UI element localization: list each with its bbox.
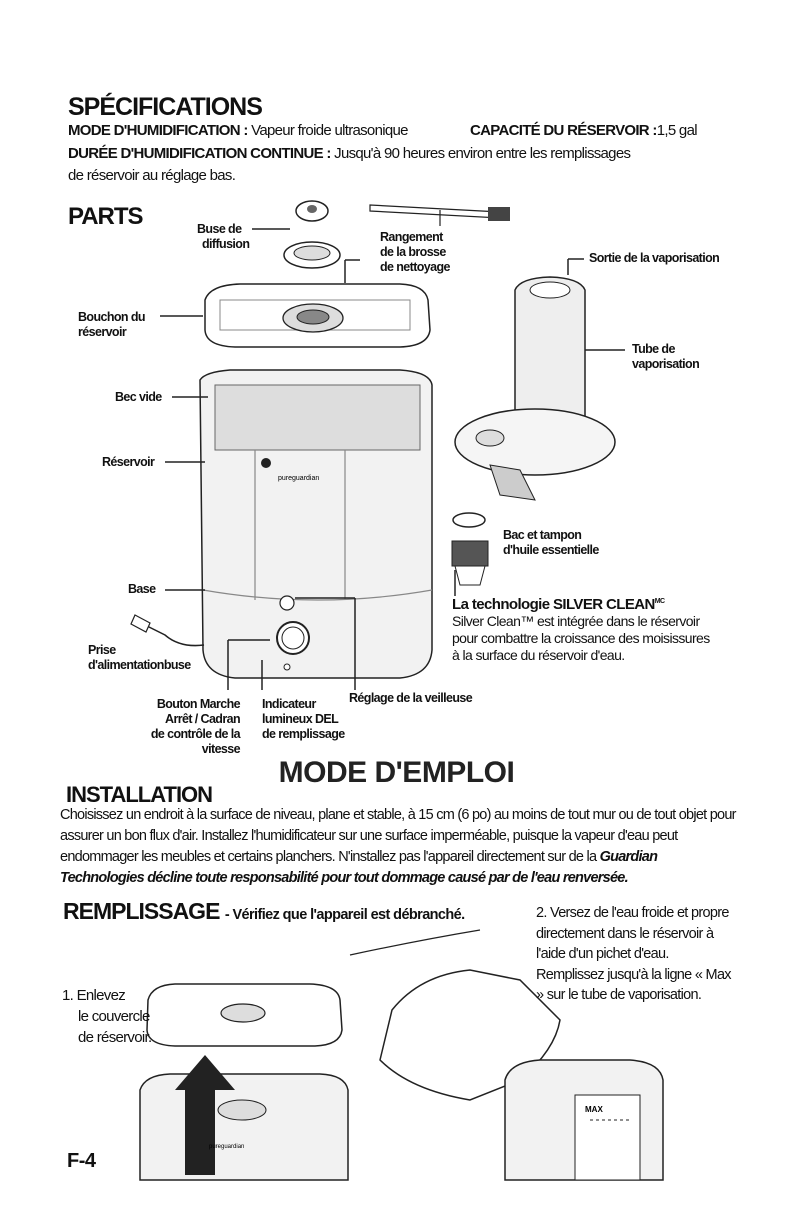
brand-logo: pureguardian bbox=[278, 475, 319, 482]
duration-value: Jusqu'à 90 heures environ entre les remp… bbox=[334, 145, 631, 162]
label-reservoir: Réservoir bbox=[102, 455, 155, 469]
installation-text: Choisissez un endroit à la surface de ni… bbox=[60, 807, 736, 886]
silver-clean-line1: Silver Clean™ est intégrée dans le réser… bbox=[452, 613, 700, 629]
mode-label: MODE D'HUMIDIFICATION : bbox=[68, 122, 248, 139]
label-buse: Buse de diffusion bbox=[197, 222, 250, 251]
cleaning-brush-drawing bbox=[369, 204, 510, 226]
silver-clean-block: La technologie SILVER CLEANMC Silver Cle… bbox=[452, 593, 710, 664]
remplissage-title: REMPLISSAGE bbox=[63, 898, 220, 924]
mode-emploi-heading: MODE D'EMPLOI bbox=[278, 756, 515, 789]
specifications-title: SPÉCIFICATIONS bbox=[68, 93, 263, 121]
page-number: F-4 bbox=[67, 1150, 96, 1172]
step1-drawing bbox=[139, 983, 349, 1181]
silver-clean-line2: pour combattre la croissance des moisiss… bbox=[452, 630, 710, 646]
step2-text: 2. Versez de l'eau froide et propre dire… bbox=[536, 905, 732, 1003]
label-prise: Prise d'alimentationbuse bbox=[88, 643, 191, 672]
step1-text: 1. Enlevez le couvercle de réservoir. bbox=[62, 987, 152, 1046]
vapor-tube-drawing bbox=[454, 276, 616, 501]
label-reglage: Réglage de la veilleuse bbox=[349, 691, 473, 705]
step2-drawing bbox=[349, 929, 664, 1181]
capacity-value: 1,5 gal bbox=[656, 122, 698, 139]
label-base: Base bbox=[128, 582, 156, 596]
max-line-label: MAX bbox=[585, 1105, 603, 1114]
label-bac: Bac et tampon d'huile essentielle bbox=[503, 528, 599, 557]
spec-capacity-line: CAPACITÉ DU RÉSERVOIR :1,5 gal bbox=[470, 122, 698, 139]
remplissage-subtitle: - Vérifiez que l'appareil est débranché. bbox=[224, 907, 465, 923]
label-bec: Bec vide bbox=[115, 390, 162, 404]
silver-clean-title: La technologie SILVER CLEANMC bbox=[452, 596, 665, 613]
tank-lid-drawing bbox=[204, 283, 431, 348]
label-rangement: Rangement de la brosse de nettoyage bbox=[380, 230, 451, 274]
installation-title: INSTALLATION bbox=[66, 782, 213, 807]
remplissage-heading: REMPLISSAGE - Vérifiez que l'appareil es… bbox=[63, 898, 465, 925]
spec-mode-line: MODE D'HUMIDIFICATION : Vapeur froide ul… bbox=[68, 122, 408, 139]
installation-warning: Guardian Technologies décline toute resp… bbox=[60, 849, 658, 886]
duration-label: DURÉE D'HUMIDIFICATION CONTINUE : bbox=[68, 145, 331, 162]
label-bouton: Bouton Marche Arrêt / Cadran de contrôle… bbox=[150, 697, 241, 756]
duration-value-continued: de réservoir au réglage bas. bbox=[68, 167, 236, 184]
label-sortie: Sortie de la vaporisation bbox=[589, 251, 720, 265]
spec-duration-line: DURÉE D'HUMIDIFICATION CONTINUE : Jusqu'… bbox=[68, 145, 631, 162]
label-tube: Tube de vaporisation bbox=[632, 342, 700, 371]
humidifier-body-drawing bbox=[130, 369, 433, 679]
label-indicateur: Indicateur lumineux DEL de remplissage bbox=[262, 697, 345, 741]
diffusion-nozzle-drawing bbox=[283, 200, 341, 269]
capacity-label: CAPACITÉ DU RÉSERVOIR : bbox=[470, 122, 657, 139]
parts-title: PARTS bbox=[68, 203, 144, 230]
leader-lines bbox=[160, 228, 625, 690]
oil-tray-drawing bbox=[451, 512, 489, 586]
label-bouchon: Bouchon du réservoir bbox=[78, 310, 146, 339]
mode-value: Vapeur froide ultrasonique bbox=[251, 122, 408, 139]
brand-logo-step1: pureguardian bbox=[209, 1144, 244, 1150]
silver-clean-line3: à la surface du réservoir d'eau. bbox=[452, 647, 625, 663]
